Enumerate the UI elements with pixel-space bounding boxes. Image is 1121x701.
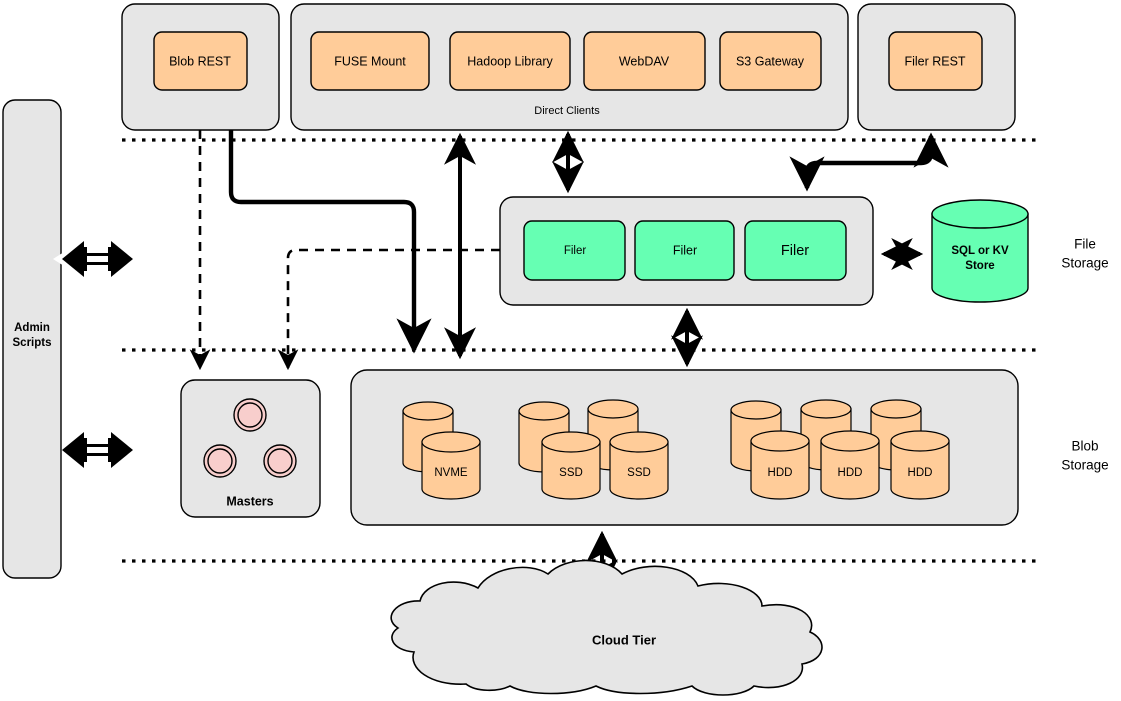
filer-node-2[interactable]: Filer xyxy=(634,220,735,281)
link-filer-to-masters xyxy=(277,248,500,371)
volume-label-nvme: NVME xyxy=(434,467,468,479)
volume-group-nvme[interactable]: NVME xyxy=(402,401,481,500)
admin-scripts-panel[interactable]: Admin Scripts xyxy=(2,99,62,579)
link-blob-rest-to-volume-servers xyxy=(228,130,432,354)
client-label-hadoop-library: Hadoop Library xyxy=(467,54,553,68)
filer-node-1[interactable]: Filer xyxy=(523,220,626,281)
master-node-2 xyxy=(203,444,237,478)
file-storage-band-label-line2: Storage xyxy=(1061,256,1108,271)
ssd-disk-front-1: SSD xyxy=(541,431,601,500)
admin-scripts-label-line2: Scripts xyxy=(13,337,52,349)
hdd-disk-front-1: HDD xyxy=(750,430,810,500)
volume-label-ssd-2: SSD xyxy=(627,467,651,479)
client-label-fuse-mount: FUSE Mount xyxy=(334,54,406,68)
client-box-filer-rest[interactable]: Filer REST xyxy=(888,31,983,91)
filer-group-container: Filer Filer Filer xyxy=(499,196,874,306)
filer-node-1-label: Filer xyxy=(564,245,587,257)
client-label-filer-rest: Filer REST xyxy=(904,54,965,68)
client-label-blob-rest: Blob REST xyxy=(169,54,231,68)
volume-label-hdd-1: HDD xyxy=(768,467,793,479)
blob-storage-band-label-line1: Blob xyxy=(1071,439,1098,454)
client-label-s3-gateway: S3 Gateway xyxy=(736,54,805,68)
master-node-3 xyxy=(263,444,297,478)
client-box-hadoop-library[interactable]: Hadoop Library xyxy=(449,31,571,91)
volume-label-hdd-3: HDD xyxy=(908,467,933,479)
client-box-s3-gateway[interactable]: S3 Gateway xyxy=(719,31,822,91)
store-label-line2: Store xyxy=(965,260,994,272)
client-box-blob-rest[interactable]: Blob REST xyxy=(153,31,248,91)
band-dividers xyxy=(122,138,1040,563)
store-label-line1: SQL or KV xyxy=(951,245,1009,257)
client-box-fuse-mount[interactable]: FUSE Mount xyxy=(310,31,430,91)
volume-servers-container: NVME SSD SSD xyxy=(350,369,1019,526)
volume-label-ssd-1: SSD xyxy=(559,467,583,479)
client-box-webdav[interactable]: WebDAV xyxy=(583,31,706,91)
arrow-admin-to-file-storage xyxy=(53,238,133,280)
filer-node-3-label: Filer xyxy=(781,243,809,259)
direct-clients-group: FUSE Mount Hadoop Library WebDAV S3 Gate… xyxy=(290,3,849,131)
file-storage-band-label-line1: File xyxy=(1074,237,1096,252)
master-node-1 xyxy=(233,398,267,432)
arrow-filer-rest-to-filer xyxy=(789,132,949,192)
volume-group-ssd[interactable]: SSD SSD xyxy=(518,399,669,500)
hdd-disk-front-2: HDD xyxy=(820,430,880,500)
client-label-webdav: WebDAV xyxy=(619,54,670,68)
volume-group-hdd[interactable]: HDD HDD HDD xyxy=(730,399,950,500)
masters-group[interactable]: Masters xyxy=(180,379,321,518)
cloud-tier[interactable]: Cloud Tier xyxy=(390,559,823,696)
arrow-admin-to-blob-storage xyxy=(62,432,133,468)
volume-label-hdd-2: HDD xyxy=(838,467,863,479)
blob-rest-group: Blob REST xyxy=(121,3,280,131)
filer-node-2-label: Filer xyxy=(673,243,697,257)
filer-rest-group: Filer REST xyxy=(857,3,1016,131)
direct-clients-caption: Direct Clients xyxy=(534,105,600,117)
cloud-tier-label: Cloud Tier xyxy=(592,632,656,647)
admin-scripts-label-line1: Admin xyxy=(14,322,50,334)
filer-node-3[interactable]: Filer xyxy=(744,220,847,281)
blob-storage-band-label-line2: Storage xyxy=(1061,458,1108,473)
masters-label: Masters xyxy=(226,494,273,508)
sql-or-kv-store[interactable]: SQL or KV Store xyxy=(931,199,1029,303)
nvme-disk-front-1: NVME xyxy=(421,431,481,500)
hdd-disk-front-3: HDD xyxy=(890,430,950,500)
ssd-disk-front-2: SSD xyxy=(609,431,669,500)
